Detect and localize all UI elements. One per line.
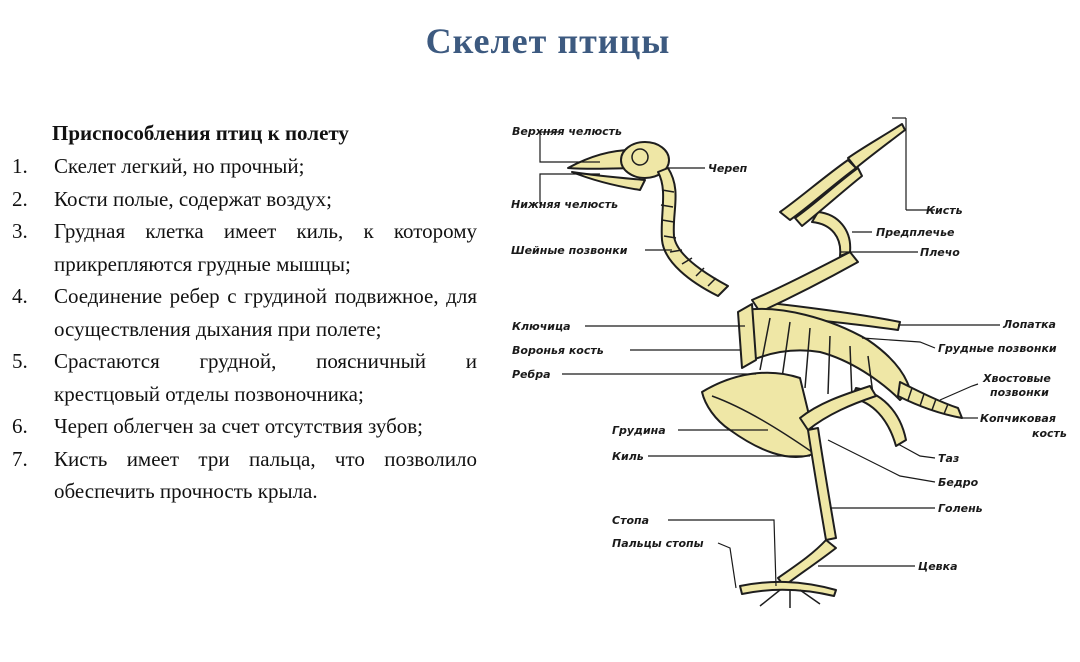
label-coccyx-2: кость xyxy=(1032,427,1067,440)
list-item: 2. Кости полые, содержат воздух; xyxy=(12,183,477,216)
humerus-bone xyxy=(751,251,859,313)
diagram-labels: Верхняя челюсть Череп Нижняя челюсть Шей… xyxy=(511,125,1067,573)
tibia-bone xyxy=(807,427,837,541)
item-text: Соединение ребер с грудиной подвижное, д… xyxy=(54,284,477,341)
list-item: 1. Скелет легкий, но прочный; xyxy=(12,150,477,183)
label-toes: Пальцы стопы xyxy=(612,537,704,550)
tarsus-bone xyxy=(777,539,837,587)
item-number: 5. xyxy=(12,349,28,373)
item-number: 4. xyxy=(12,284,28,308)
list-item: 6. Череп облегчен за счет отсутствия зубо… xyxy=(12,410,477,443)
label-shoulder: Плечо xyxy=(920,246,960,259)
label-sternum: Грудина xyxy=(612,424,666,437)
label-neck-vertebrae: Шейные позвонки xyxy=(511,244,628,257)
label-tail-vertebrae-2: позвонки xyxy=(990,386,1049,399)
list-item: 3. Грудная клетка имеет киль, к которому … xyxy=(12,215,477,280)
item-text: Скелет легкий, но прочный; xyxy=(54,154,305,178)
label-skull: Череп xyxy=(708,162,748,175)
label-scapula: Лопатка xyxy=(1002,318,1056,331)
label-upper-jaw: Верхняя челюсть xyxy=(512,125,622,138)
label-pelvis: Таз xyxy=(938,452,959,465)
item-number: 2. xyxy=(12,186,28,211)
hand-bone xyxy=(847,123,906,169)
coracoid-bone xyxy=(737,303,757,369)
item-text: Кости полые, содержат воздух; xyxy=(54,186,332,211)
list-heading: Приспособления птиц к полету xyxy=(52,121,349,145)
item-text: Срастаются грудной, поясничный и крестцо… xyxy=(54,349,477,406)
skull-bone xyxy=(620,141,670,179)
list-item: 5. Срастаются грудной, поясничный и крест… xyxy=(12,345,477,410)
lower-jaw-bone xyxy=(571,171,646,191)
list-item: 4. Соединение ребер с грудиной подвижное,… xyxy=(12,280,477,345)
humerus-lower xyxy=(811,211,852,257)
label-femur: Бедро xyxy=(938,476,979,489)
skeleton-drawing xyxy=(567,117,963,608)
femur-bone xyxy=(799,385,877,431)
label-tibia: Голень xyxy=(938,502,983,515)
adaptations-list: 1. Скелет легкий, но прочный; 2. Кости пол… xyxy=(12,150,477,508)
label-ribs: Ребра xyxy=(512,368,551,381)
label-coccyx: Копчиковая xyxy=(980,412,1056,425)
label-foot: Стопа xyxy=(612,514,649,527)
label-coracoid: Воронья кость xyxy=(512,344,604,357)
item-text: Кисть имеет три пальца, что позволило об… xyxy=(54,446,477,504)
pelvis-bone xyxy=(851,387,907,447)
item-number: 3. xyxy=(12,219,28,243)
item-text: Череп облегчен за счет отсутствия зубов; xyxy=(54,414,424,438)
item-text: Грудная клетка имеет киль, к которому пр… xyxy=(54,219,477,276)
list-item: 7. Кисть имеет три пальца, что позволило … xyxy=(12,443,477,508)
tail-bone xyxy=(897,381,963,419)
label-clavicle: Ключица xyxy=(512,320,571,333)
label-thoracic-vertebrae: Грудные позвонки xyxy=(938,342,1057,355)
label-hand: Кисть xyxy=(926,204,963,217)
label-tail-vertebrae: Хвостовые xyxy=(982,372,1051,385)
item-number: 6. xyxy=(12,414,28,438)
label-keel: Киль xyxy=(612,450,644,463)
forearm-bone-2 xyxy=(794,167,863,227)
leader-lines xyxy=(539,131,1000,589)
label-tarsus: Цевка xyxy=(918,560,958,573)
label-lower-jaw: Нижняя челюсть xyxy=(511,198,618,211)
page-title: Скелет птицы xyxy=(425,21,671,61)
item-number: 7. xyxy=(12,446,28,471)
label-forearm: Предплечье xyxy=(876,226,955,239)
neck-bone xyxy=(657,167,729,297)
bird-skeleton-diagram: Верхняя челюсть Череп Нижняя челюсть Шей… xyxy=(511,117,1067,608)
foot-bone xyxy=(739,580,837,597)
item-number: 1. xyxy=(12,154,28,178)
